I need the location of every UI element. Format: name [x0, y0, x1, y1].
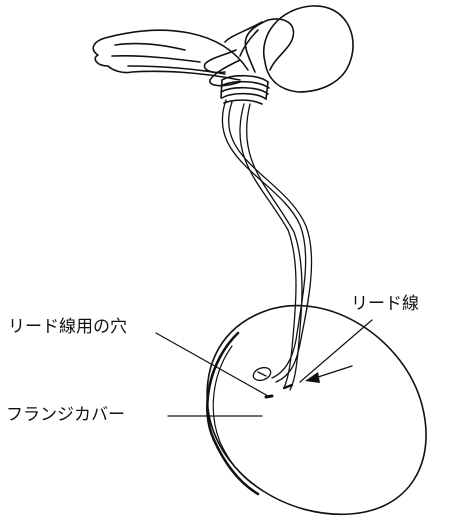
lead-wires: [221, 99, 313, 391]
pointer-arrow: [305, 365, 353, 383]
label-lead-wire: リード線: [351, 294, 419, 314]
bulb-globe: [262, 5, 354, 93]
flange-cover: [206, 304, 427, 516]
label-lead-hole: リード線用の穴: [8, 317, 127, 337]
wings: [92, 18, 295, 87]
bulb-socket: [220, 74, 270, 105]
leader-line-lead-hole: [155, 332, 269, 397]
leader-line-lead-wire: [299, 319, 373, 383]
label-flange-cover: フランジカバー: [6, 405, 125, 425]
